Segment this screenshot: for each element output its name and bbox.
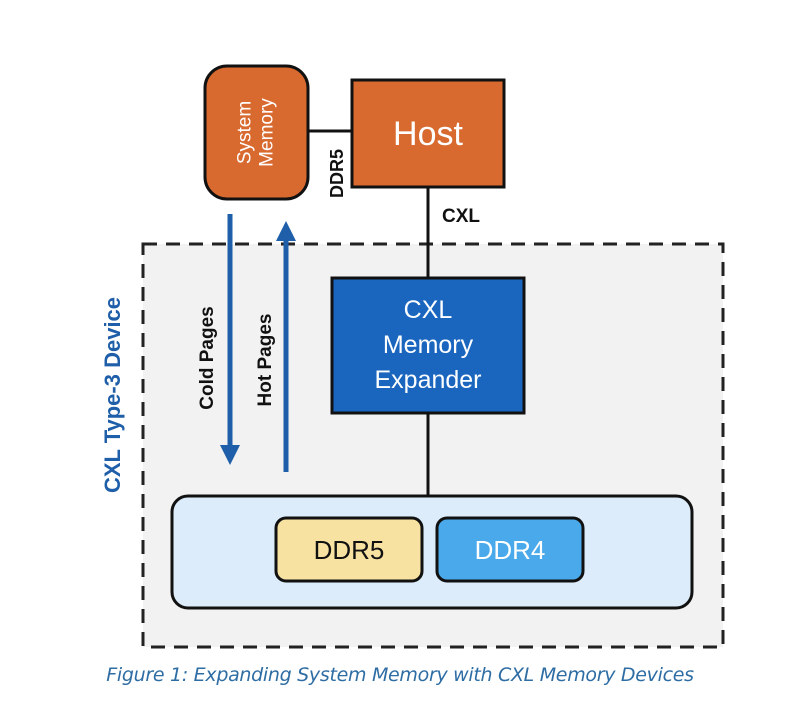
system-memory-box bbox=[203, 64, 310, 201]
hot-pages-label: Hot Pages bbox=[255, 314, 276, 407]
cxl-memory-expander-box bbox=[330, 276, 526, 415]
ddr5-dimm bbox=[274, 516, 424, 583]
cxl-link-label: CXL bbox=[442, 206, 480, 227]
memory-module-bar bbox=[170, 494, 694, 610]
system-memory-label-line2: Memory bbox=[257, 98, 278, 167]
host-box bbox=[350, 78, 506, 189]
ddr5-dimm-label: DDR5 bbox=[314, 535, 385, 565]
ddr4-dimm-label: DDR4 bbox=[475, 535, 546, 565]
expander-label-line3: Expander bbox=[374, 366, 481, 394]
ddr5-link-label: DDR5 bbox=[327, 149, 347, 198]
cxl-type3-device-label: CXL Type-3 Device bbox=[100, 297, 125, 493]
host-label: Host bbox=[393, 115, 463, 153]
cold-pages-label: Cold Pages bbox=[197, 306, 218, 409]
expander-label-line1: CXL bbox=[404, 296, 453, 324]
expander-label-line2: Memory bbox=[383, 331, 474, 359]
figure-caption: Figure 1: Expanding System Memory with C… bbox=[106, 664, 694, 686]
system-memory-label-line1: System bbox=[235, 101, 256, 164]
ddr4-dimm bbox=[435, 516, 585, 583]
